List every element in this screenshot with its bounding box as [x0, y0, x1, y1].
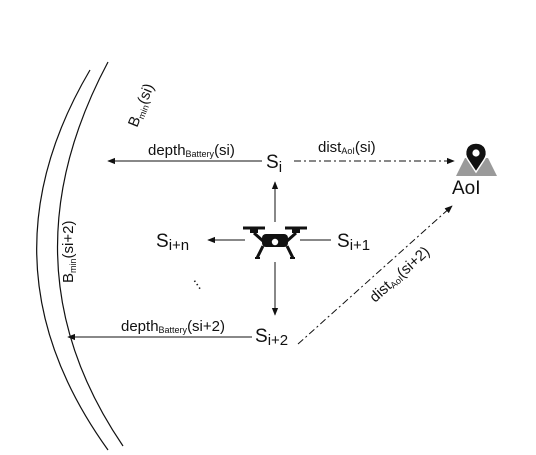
- bmin-si-label: Bmin(si): [125, 81, 159, 130]
- dist-aoi-si2-arrow: [297, 205, 453, 345]
- map-pin-icon: [456, 142, 497, 176]
- position-si1: Si+1: [337, 231, 370, 254]
- bmin-si2-label: Bmin(si+2): [60, 221, 78, 283]
- bmin-si2-boundary: [36, 69, 109, 451]
- dist-aoi-si-label: distAoI(si): [318, 139, 376, 156]
- position-sin: Si+n: [156, 231, 189, 254]
- position-si2: Si+2: [255, 326, 288, 349]
- depth-battery-si-label: depthBattery(si): [148, 142, 235, 159]
- depth-battery-si2-label: depthBattery(si+2): [121, 318, 225, 335]
- position-si: Si: [266, 152, 282, 176]
- bmin-si-boundary: [56, 61, 124, 447]
- ellipsis: ...: [190, 273, 211, 293]
- aoi-label: AoI: [452, 178, 481, 199]
- drone-icon: [243, 226, 307, 259]
